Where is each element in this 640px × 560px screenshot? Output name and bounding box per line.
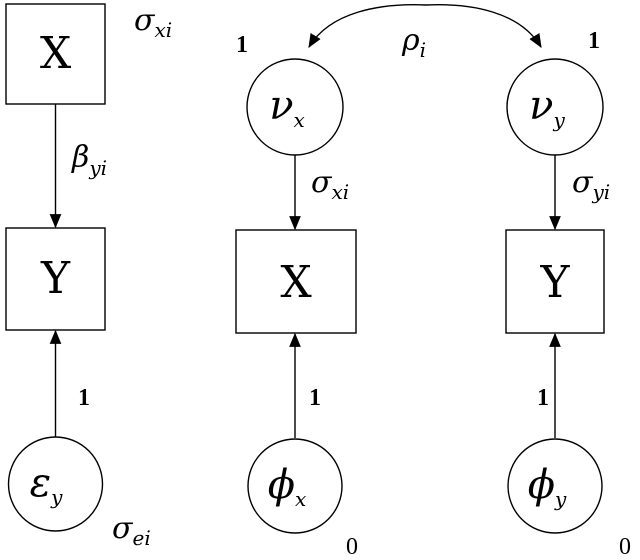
nu-y-variance-label: 1 [588, 28, 600, 54]
right-model: ρi 1 1 νx νy σxi σyi X Y 1 1 ϕx [235, 4, 631, 560]
right-sigma-x-label: σxi [311, 165, 349, 204]
left-x-box [5, 3, 106, 105]
left-y-box [5, 227, 106, 331]
nu-x-node-label: νx [269, 83, 305, 132]
rho-covariance-arrow-right [425, 4, 542, 48]
phi-y-variance-label: 0 [619, 534, 631, 560]
left-model: X Y εy σxi βyi 1 σei [5, 3, 172, 550]
left-sigma-x-label: σxi [134, 3, 172, 42]
left-y-box-label: Y [40, 253, 71, 304]
beta-label: βyi [71, 140, 107, 180]
rho-label: ρi [401, 23, 426, 62]
phi-x-loading-label: 1 [309, 385, 321, 411]
phi-y-loading-label: 1 [537, 385, 549, 411]
right-x-box [235, 229, 357, 334]
left-error-node-label: εy [30, 460, 63, 509]
phi-x-variance-label: 0 [346, 534, 358, 560]
left-sigma-e-label: σei [112, 511, 151, 550]
nu-x-node [246, 58, 344, 156]
right-sigma-y-label: σyi [572, 165, 610, 204]
nu-y-node [506, 58, 604, 156]
left-x-box-label: X [40, 28, 72, 79]
left-error-node [7, 436, 104, 532]
phi-y-node [507, 438, 603, 534]
right-x-box-label: X [280, 257, 312, 308]
nu-y-node-label: νy [529, 83, 565, 132]
phi-y-node-label: ϕy [528, 462, 567, 511]
phi-x-node [247, 438, 343, 534]
error-loading-label: 1 [78, 385, 90, 411]
rho-covariance-arrow [308, 4, 427, 48]
nu-x-variance-label: 1 [236, 32, 248, 58]
phi-x-node-label: ϕx [268, 462, 307, 511]
right-y-box-label: Y [539, 257, 570, 308]
